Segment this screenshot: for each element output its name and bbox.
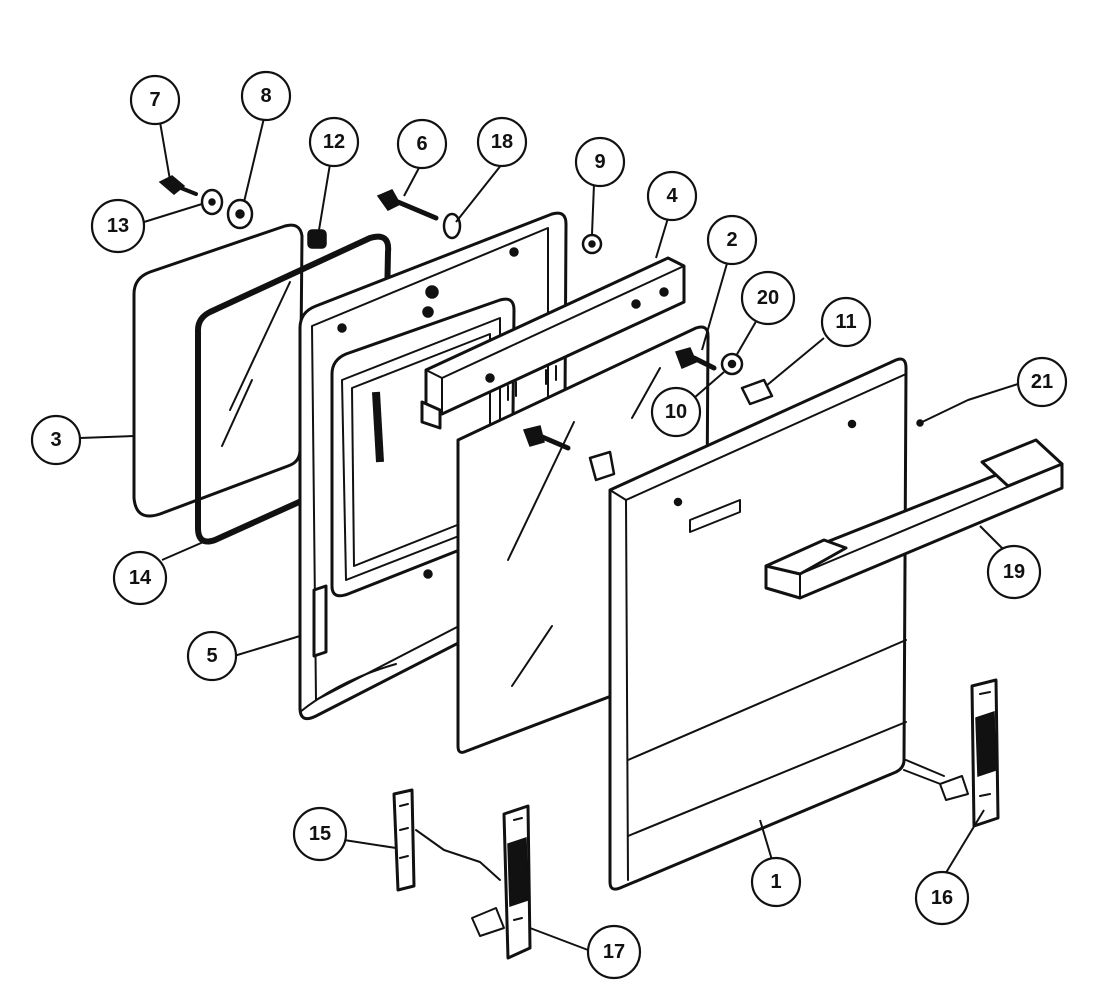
handle-pin <box>916 399 969 427</box>
callout-12: 12 <box>308 116 360 168</box>
callout-13-label: 13 <box>107 215 129 237</box>
callout-10-label: 10 <box>665 401 687 423</box>
callout-17-label: 17 <box>603 941 625 963</box>
callout-5: 5 <box>186 630 238 682</box>
callout-11-label: 11 <box>835 311 856 333</box>
callout-16: 16 <box>914 870 970 926</box>
left-hinge-bracket <box>392 788 501 892</box>
callout-8-label: 8 <box>260 85 271 107</box>
callout-7-label: 7 <box>149 89 160 111</box>
callout-14: 14 <box>112 550 168 606</box>
callout-3: 3 <box>30 414 82 466</box>
callout-13: 13 <box>90 198 146 254</box>
callout-12-label: 12 <box>323 131 345 153</box>
callout-1-label: 1 <box>770 871 781 893</box>
callout-6-label: 6 <box>416 133 427 155</box>
callout-15: 15 <box>292 806 348 862</box>
callout-1: 1 <box>750 856 802 908</box>
inner-glass-panel <box>132 223 304 518</box>
callout-2-label: 2 <box>726 229 737 251</box>
callout-7: 7 <box>129 74 181 126</box>
right-hinge <box>903 678 1000 828</box>
outer-door-panel <box>608 357 908 891</box>
callout-9-label: 9 <box>594 151 605 173</box>
callout-2: 2 <box>706 214 758 266</box>
callout-21-label: 21 <box>1031 371 1053 393</box>
callout-4: 4 <box>646 170 698 222</box>
left-hinge <box>471 804 532 960</box>
door-handle <box>764 438 1064 600</box>
callout-16-label: 16 <box>931 887 953 909</box>
callout-8: 8 <box>240 70 292 122</box>
callout-3-label: 3 <box>50 429 61 451</box>
callout-6: 6 <box>396 118 448 170</box>
callout-11: 11 <box>820 296 872 348</box>
leader-lines <box>79 117 1019 951</box>
callout-18-label: 18 <box>491 131 513 153</box>
callout-9: 9 <box>574 136 626 188</box>
callouts: 7 8 12 6 18 9 4 2 20 11 10 21 19 13 3 14… <box>30 70 1068 980</box>
callout-5-label: 5 <box>206 645 217 667</box>
callout-17: 17 <box>586 924 642 980</box>
callout-18: 18 <box>476 116 528 168</box>
callout-14-label: 14 <box>129 567 152 589</box>
callout-4-label: 4 <box>666 185 678 207</box>
callout-21: 21 <box>1016 356 1068 408</box>
callout-20-label: 20 <box>757 287 779 309</box>
callout-19: 19 <box>986 544 1042 600</box>
callout-19-label: 19 <box>1003 561 1025 583</box>
callout-20: 20 <box>740 270 796 326</box>
fasteners <box>158 175 774 482</box>
callout-15-label: 15 <box>309 823 331 845</box>
callout-10: 10 <box>650 386 702 438</box>
door-top-channel <box>420 256 686 430</box>
